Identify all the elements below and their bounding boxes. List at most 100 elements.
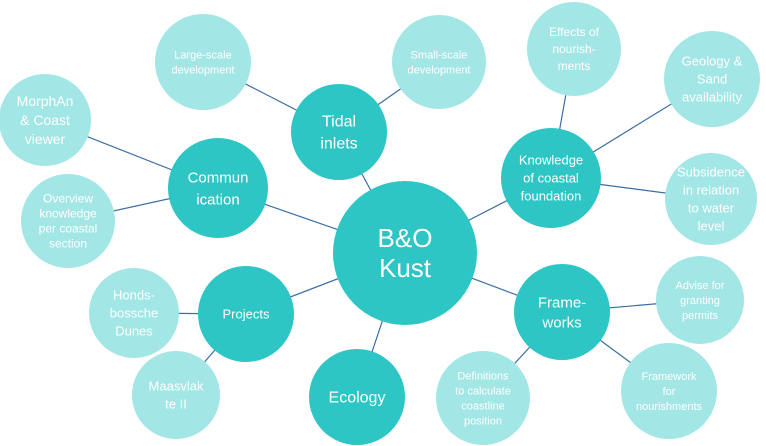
large-scale-development-node-label-line: development — [172, 64, 235, 76]
subsidence-node-label-line: in relation — [683, 183, 739, 198]
framework-nourishments-node-circle — [621, 343, 717, 439]
tidal-inlets-node: Tidal inlets — [291, 84, 387, 180]
framework-nourishments-node-label: Framework for nourishments — [636, 371, 703, 413]
ecology-node: Ecology — [309, 349, 405, 445]
frameworks-node: Frame-works — [514, 264, 610, 360]
center-node-label-line: Kust — [379, 253, 432, 283]
geology-sand-node-label-line: Geology & — [682, 54, 743, 69]
communication-node-circle — [168, 138, 268, 238]
advise-permits-node: Advise for granting permits — [656, 256, 744, 344]
overview-knowledge-node-label-line: Overview — [43, 192, 93, 206]
small-scale-development-node-label-line: Small-scale — [411, 49, 468, 61]
knowledge-node-label-line: of coastal — [523, 171, 579, 186]
effects-of-nourishments-node-circle — [527, 2, 621, 96]
small-scale-development-node-circle — [392, 15, 486, 109]
maasvlakte-node-label-line: Maasvlak — [149, 379, 204, 394]
projects-node: Projects — [198, 266, 294, 362]
knowledge-node: Knowledge of coastal foundation — [501, 128, 601, 228]
advise-permits-node-label-line: Advise for — [676, 280, 725, 292]
morphan-coast-viewer-node-label-line: viewer — [25, 131, 66, 147]
frameworks-node-label-line: Frame- — [538, 294, 586, 311]
hondsbossche-dunes-node-circle — [89, 268, 179, 358]
definitions-coastline-node-label: Definitions to calculate coastline position — [455, 370, 511, 427]
knowledge-node-label: Knowledge of coastal foundation — [519, 153, 583, 204]
ecology-node-label-line: Ecology — [329, 390, 386, 407]
overview-knowledge-node-label-line: section — [49, 237, 87, 251]
frameworks-node-circle — [514, 264, 610, 360]
geology-sand-node-label-line: availability — [682, 90, 742, 105]
definitions-coastline-node: Definitions to calculate coastline position — [436, 351, 530, 445]
knowledge-node-label-line: foundation — [521, 189, 582, 204]
geology-sand-node: Geology & Sand availability — [664, 31, 760, 127]
definitions-coastline-node-label-line: position — [464, 415, 502, 427]
overview-knowledge-node-circle — [21, 174, 115, 268]
advise-permits-node-label-line: permits — [682, 310, 719, 322]
advise-permits-node-label: Advise for granting permits — [676, 280, 725, 322]
tidal-inlets-node-circle — [291, 84, 387, 180]
tidal-inlets-node-label-line: Tidal — [322, 114, 356, 131]
tidal-inlets-node-label-line: inlets — [320, 136, 357, 153]
projects-node-circle — [198, 266, 294, 362]
morphan-coast-viewer-node-label-line: & Coast — [20, 112, 70, 128]
definitions-coastline-node-label-line: Definitions — [457, 370, 509, 382]
definitions-coastline-node-label-line: coastline — [461, 400, 504, 412]
frameworks-node-label: Frame-works — [538, 294, 586, 331]
morphan-coast-viewer-node-circle — [0, 74, 91, 166]
framework-nourishments-node-label-line: Framework — [641, 371, 697, 383]
geology-sand-node-circle — [664, 31, 760, 127]
geology-sand-node-label: Geology & Sand availability — [682, 54, 743, 105]
definitions-coastline-node-circle — [436, 351, 530, 445]
projects-node-label: Projects — [223, 307, 270, 322]
tidal-inlets-node-label: Tidal inlets — [320, 114, 357, 153]
overview-knowledge-node-label-line: knowledge — [39, 207, 97, 221]
framework-nourishments-node-label-line: nourishments — [636, 401, 703, 413]
hondsbossche-dunes-node-label-line: Honds- — [113, 288, 155, 303]
subsidence-node-label-line: to water — [688, 201, 735, 216]
projects-node-label-line: Projects — [223, 307, 270, 322]
ecology-node-label: Ecology — [329, 390, 386, 407]
communication-node: Commun ication — [168, 138, 268, 238]
communication-node-label: Commun ication — [188, 169, 249, 208]
center-node-circle — [333, 181, 477, 325]
framework-nourishments-node-label-line: for — [663, 386, 676, 398]
small-scale-development-node-label-line: development — [408, 64, 471, 76]
maasvlakte-node: Maasvlak te II — [132, 351, 220, 439]
effects-of-nourishments-node-label-line: ments — [558, 59, 591, 73]
communication-node-label-line: Commun — [188, 169, 249, 186]
small-scale-development-node-label: Small-scale development — [408, 49, 471, 76]
morphan-coast-viewer-node: MorphAn & Coast viewer — [0, 74, 91, 166]
knowledge-node-label-line: Knowledge — [519, 153, 583, 168]
large-scale-development-node-label-line: Large-scale — [174, 49, 231, 61]
large-scale-development-node-circle — [155, 14, 251, 110]
maasvlakte-node-label-line: te II — [165, 397, 187, 412]
hondsbossche-dunes-node-label-line: bossche — [110, 306, 158, 321]
knowledge-node-circle — [501, 128, 601, 228]
large-scale-development-node-label: Large-scale development — [172, 49, 235, 76]
frameworks-node-label-line: works — [541, 314, 581, 331]
overview-knowledge-node-label-line: per coastal — [39, 222, 98, 236]
small-scale-development-node: Small-scale development — [392, 15, 486, 109]
advise-permits-node-label-line: granting — [680, 295, 720, 307]
framework-nourishments-node: Framework for nourishments — [621, 343, 717, 439]
advise-permits-node-circle — [656, 256, 744, 344]
definitions-coastline-node-label-line: to calculate — [455, 385, 511, 397]
center-node-label-line: B&O — [378, 223, 433, 253]
maasvlakte-node-label: Maasvlak te II — [149, 379, 204, 412]
large-scale-development-node: Large-scale development — [155, 14, 251, 110]
maasvlakte-node-circle — [132, 351, 220, 439]
communication-node-label-line: ication — [196, 191, 239, 208]
subsidence-node-circle — [665, 153, 757, 245]
morphan-coast-viewer-node-label-line: MorphAn — [17, 93, 74, 109]
geology-sand-node-label-line: Sand — [697, 72, 727, 87]
